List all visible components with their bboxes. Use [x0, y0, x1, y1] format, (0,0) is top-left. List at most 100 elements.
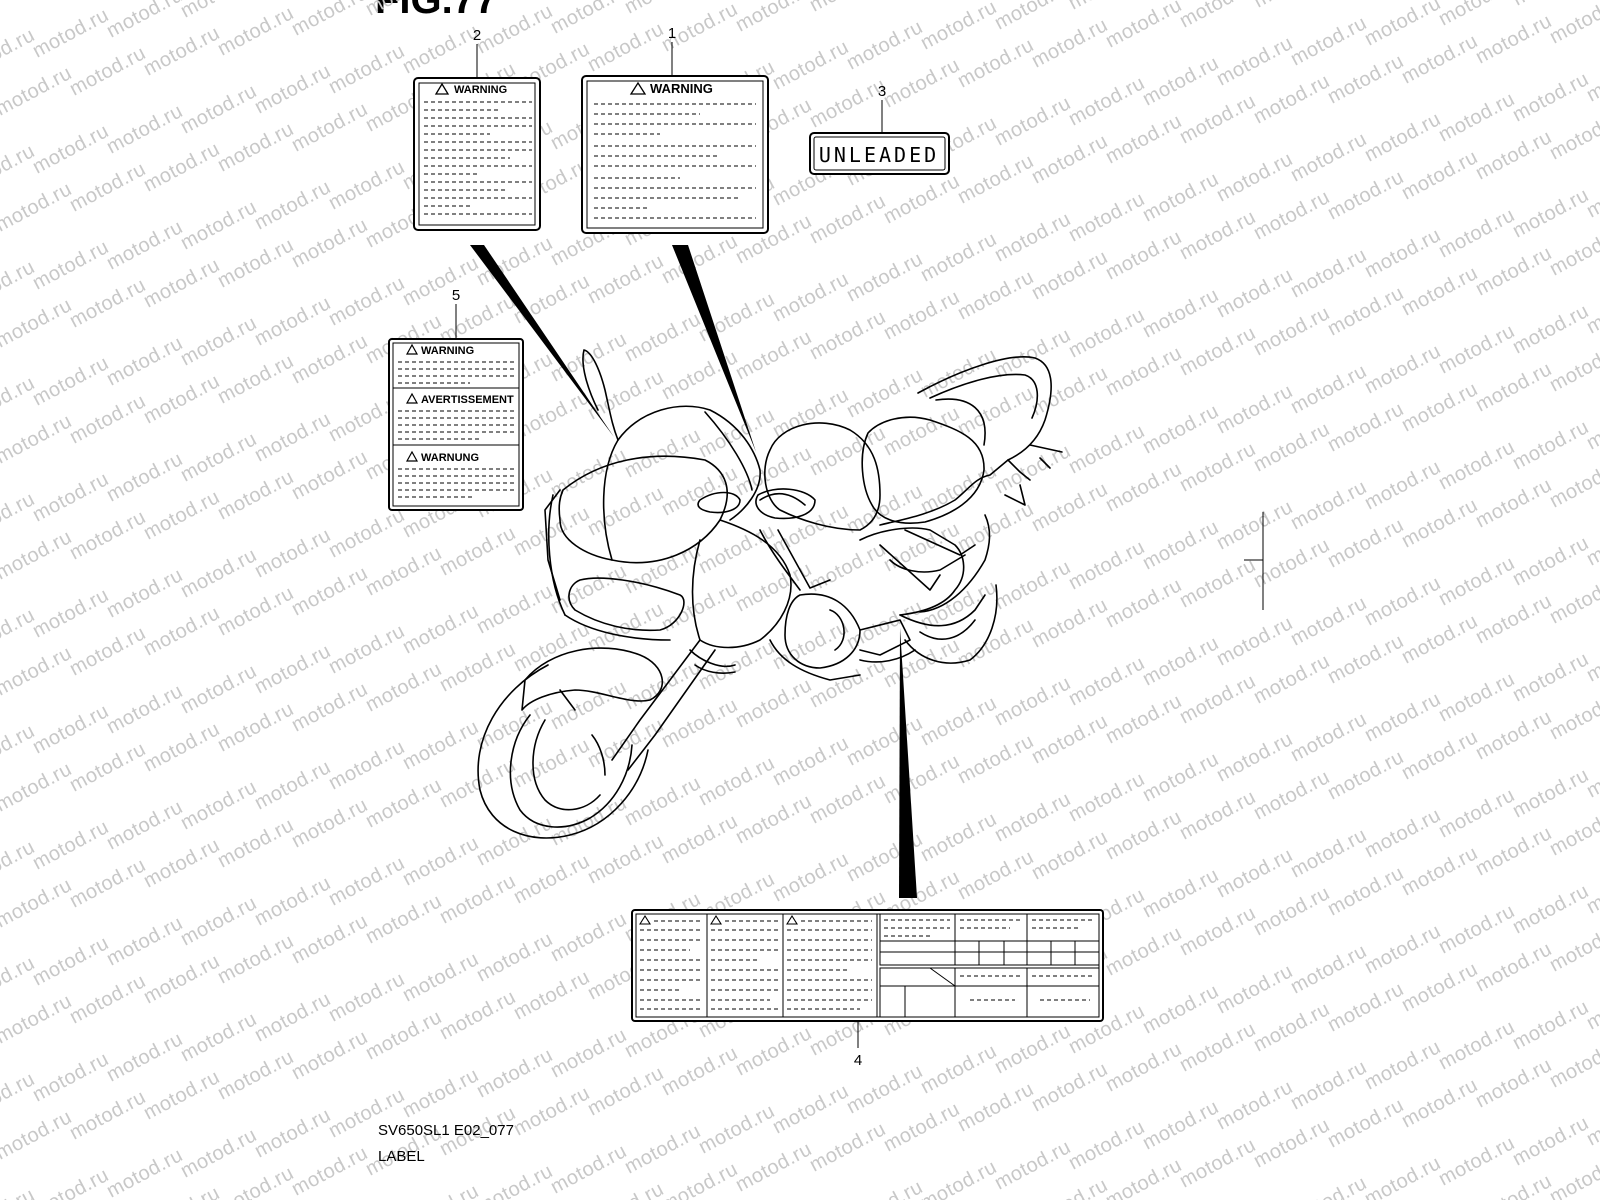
watermark-text: motod.ru — [325, 272, 409, 330]
watermark-text: motod.ru — [1546, 570, 1600, 628]
watermark-text: motod.ru — [1361, 108, 1445, 166]
label-2-warning-sticker[interactable]: WARNING — [413, 77, 541, 231]
watermark-text: motod.ru — [1287, 940, 1371, 998]
watermark-text: motod.ru — [732, 790, 816, 848]
watermark-text: motod.ru — [103, 912, 187, 970]
watermark-text: motod.ru — [1435, 900, 1519, 958]
watermark-text: motod.ru — [473, 928, 557, 986]
watermark-text: motod.ru — [732, 674, 816, 732]
callout-1[interactable]: 1 — [668, 25, 676, 76]
watermark-text: motod.ru — [1472, 706, 1556, 764]
watermark-text: motod.ru — [214, 466, 298, 524]
watermark-text: motod.ru — [436, 870, 520, 928]
callout-5[interactable]: 5 — [452, 287, 460, 339]
watermark-text: motod.ru — [954, 150, 1038, 208]
svg-text:3: 3 — [878, 83, 886, 100]
watermark-text: motod.ru — [399, 600, 483, 658]
callout-3[interactable]: 3 — [878, 83, 886, 133]
watermark-text: motod.ru — [1435, 88, 1519, 146]
watermark-text: motod.ru — [140, 138, 224, 196]
watermark-text: motod.ru — [954, 34, 1038, 92]
watermark-text: motod.ru — [1361, 920, 1445, 978]
section-label: LABEL — [378, 1148, 425, 1165]
watermark-text: motod.ru — [251, 756, 335, 814]
watermark-text: motod.ru — [0, 952, 39, 1010]
watermark-text: motod.ru — [1065, 420, 1149, 478]
watermark-text: motod.ru — [1361, 1036, 1445, 1094]
watermark-text: motod.ru — [288, 330, 372, 388]
watermark-text: motod.ru — [1213, 380, 1297, 438]
callout-2[interactable]: 2 — [473, 27, 481, 78]
label-3-unleaded-sticker[interactable]: UNLEADED — [809, 132, 950, 175]
watermark-text: motod.ru — [325, 852, 409, 910]
watermark-text: motod.ru — [1250, 650, 1334, 708]
watermark-text: motod.ru — [584, 250, 668, 308]
watermark-text: motod.ru — [1546, 0, 1600, 48]
watermark-text: motod.ru — [917, 808, 1001, 866]
watermark-text: motod.ru — [214, 930, 298, 988]
watermark-text: motod.ru — [29, 468, 113, 526]
watermark-text: motod.ru — [510, 850, 594, 908]
label-1-warning-sticker[interactable]: WARNING — [581, 75, 769, 234]
watermark-text: motod.ru — [251, 176, 335, 234]
watermark-text: motod.ru — [880, 518, 964, 576]
watermark-text: motod.ru — [1250, 186, 1334, 244]
watermark-text: motod.ru — [214, 1162, 298, 1200]
watermark-text: motod.ru — [843, 248, 927, 306]
watermark-text: motod.ru — [806, 0, 890, 16]
watermark-text: motod.ru — [954, 498, 1038, 556]
watermark-text: motod.ru — [1398, 958, 1482, 1016]
watermark-text: motod.ru — [362, 658, 446, 716]
label-5-multilingual-warning-sticker[interactable]: WARNING AVERTISSEMENT WARNUNG — [388, 338, 524, 511]
watermark-text: motod.ru — [1213, 844, 1297, 902]
watermark-text: motod.ru — [251, 408, 335, 466]
watermark-text: motod.ru — [584, 714, 668, 772]
watermark-text: motod.ru — [103, 1028, 187, 1086]
watermark-text: motod.ru — [1287, 244, 1371, 302]
watermark-text: motod.ru — [1176, 1018, 1260, 1076]
watermark-text: motod.ru — [1065, 0, 1149, 14]
watermark-text: motod.ru — [843, 16, 927, 74]
watermark-text: motod.ru — [880, 170, 964, 228]
watermark-text: motod.ru — [177, 0, 261, 22]
watermark-text: motod.ru — [806, 306, 890, 364]
watermark-text: motod.ru — [806, 538, 890, 596]
watermark-text: motod.ru — [1176, 1134, 1260, 1192]
watermark-text: motod.ru — [103, 448, 187, 506]
watermark-text: motod.ru — [177, 428, 261, 486]
watermark-text: motod.ru — [66, 42, 150, 100]
watermark-text: motod.ru — [1324, 50, 1408, 108]
model-code: SV650SL1 E02_077 — [378, 1122, 514, 1139]
watermark-text: motod.ru — [1509, 880, 1593, 938]
watermark-text: motod.ru — [325, 156, 409, 214]
watermark-text: motod.ru — [251, 60, 335, 118]
watermark-text: motod.ru — [1213, 32, 1297, 90]
watermark-text: motod.ru — [732, 1022, 816, 1080]
watermark-text: motod.ru — [1139, 632, 1223, 690]
watermark-text: motod.ru — [1324, 514, 1408, 572]
watermark-text: motod.ru — [140, 254, 224, 312]
callout-4[interactable]: 4 — [854, 1021, 862, 1069]
watermark-text: motod.ru — [1102, 690, 1186, 748]
watermark-text: motod.ru — [1176, 554, 1260, 612]
watermark-text: motod.ru — [0, 1068, 39, 1126]
watermark-text: motod.ru — [1176, 786, 1260, 844]
watermark-text: motod.ru — [288, 794, 372, 852]
watermark-text: motod.ru — [1509, 764, 1593, 822]
watermark-text: motod.ru — [214, 814, 298, 872]
watermark-text: motod.ru — [1435, 436, 1519, 494]
watermark-text: motod.ru — [1139, 980, 1223, 1038]
label-4-tire-info-sticker[interactable] — [631, 909, 1104, 1022]
watermark-text: motod.ru — [1398, 1074, 1482, 1132]
svg-text:2: 2 — [473, 27, 481, 44]
watermark-text: motod.ru — [843, 712, 927, 770]
watermark-text: motod.ru — [66, 390, 150, 448]
watermark-text: motod.ru — [251, 872, 335, 930]
watermark-text: motod.ru — [954, 382, 1038, 440]
watermark-text: motod.ru — [880, 750, 964, 808]
warning-triangle-icon — [434, 82, 450, 95]
watermark-text: motod.ru — [806, 654, 890, 712]
watermark-text: motod.ru — [880, 402, 964, 460]
watermark-text: motod.ru — [1065, 652, 1149, 710]
watermark-text: motod.ru — [547, 792, 631, 850]
